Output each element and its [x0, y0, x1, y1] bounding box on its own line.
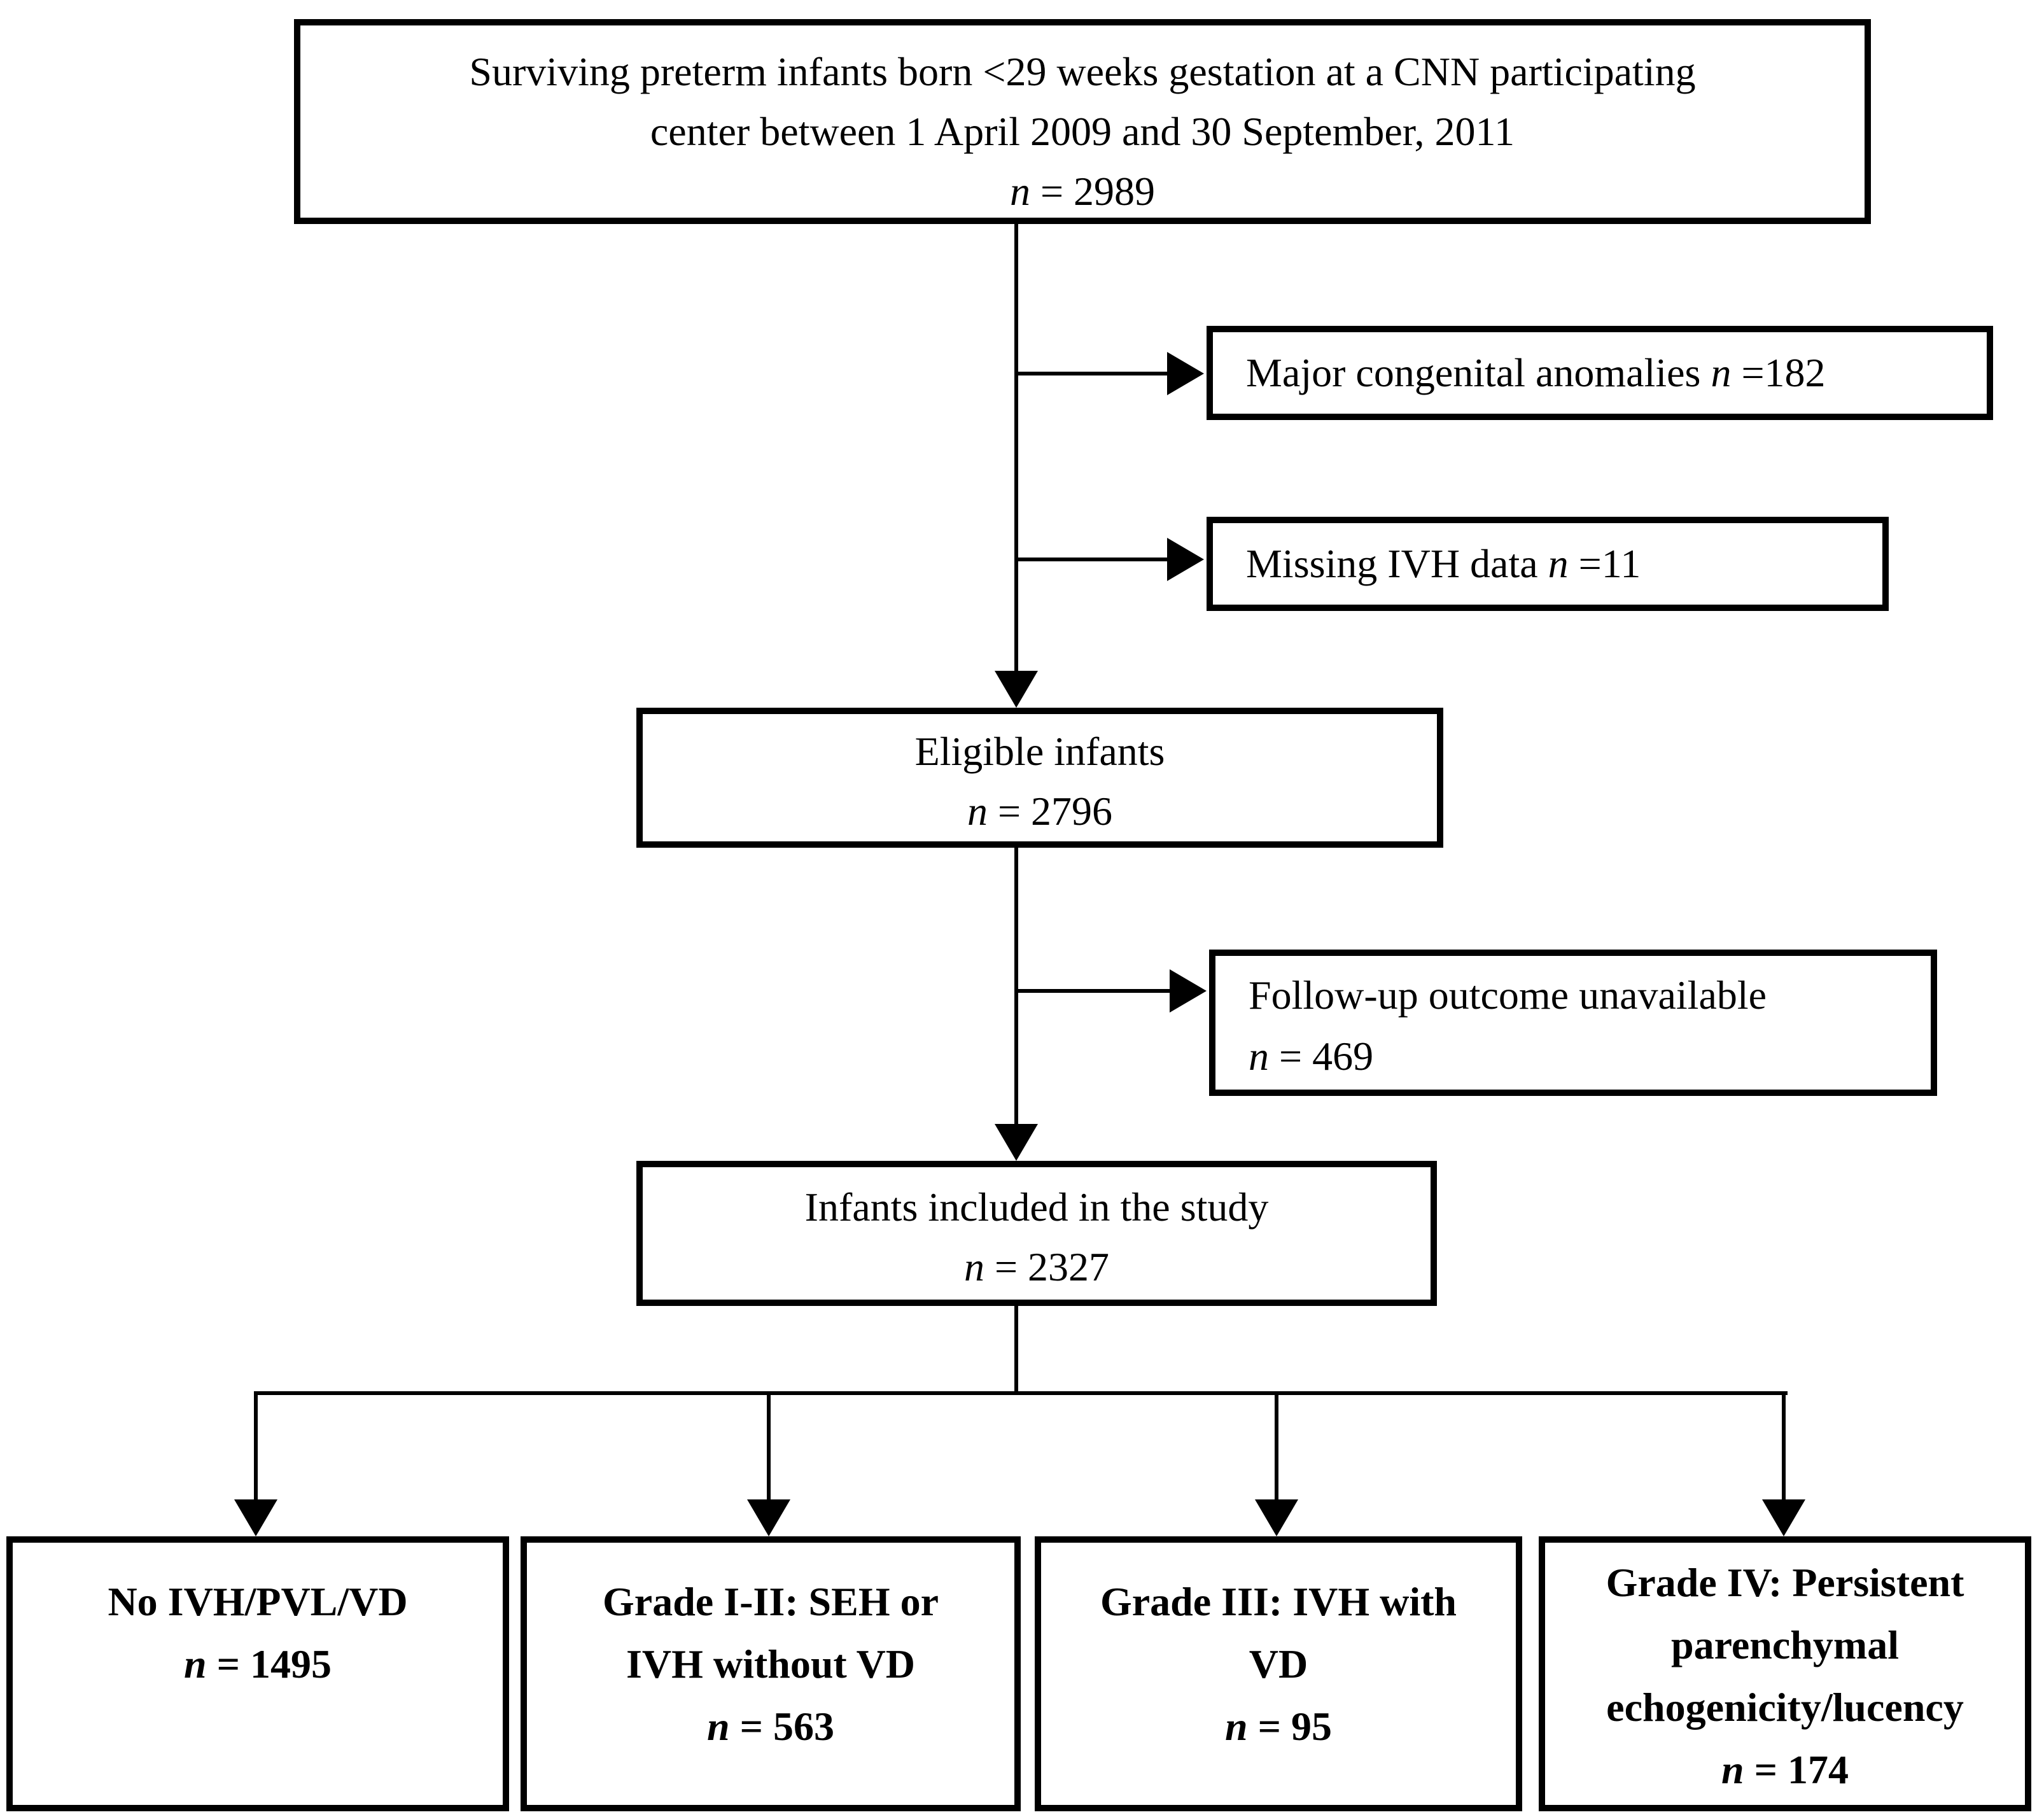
outcome3-line1: Grade III: IVH with: [1100, 1579, 1457, 1624]
n-value: = 2796: [997, 789, 1113, 834]
n-symbol: n: [706, 1704, 730, 1749]
included-n: n = 2327: [643, 1237, 1431, 1297]
eligible-infants-box: Eligible infants n = 2796: [636, 708, 1443, 848]
followup-label: Follow-up outcome unavailable: [1249, 972, 1767, 1018]
outcome4-n: n = 174: [1545, 1739, 2025, 1801]
distributor-line: [254, 1391, 1788, 1395]
n-symbol: n: [1224, 1704, 1248, 1749]
outcome-box-grade1-2: Grade I-II: SEH or IVH without VD n = 56…: [521, 1536, 1021, 1811]
eligible-label: Eligible infants: [914, 729, 1165, 774]
drop-line-outcome4: [1782, 1391, 1786, 1501]
followup-n: n = 469: [1249, 1026, 1931, 1087]
outcome4-line1: Grade IV: Persistent: [1606, 1560, 1964, 1605]
top-population-box: Surviving preterm infants born <29 weeks…: [294, 19, 1871, 224]
n-value: = 2989: [1040, 169, 1156, 214]
outcome-box-grade4: Grade IV: Persistent parenchymal echogen…: [1539, 1536, 2031, 1811]
exclusion1-label: Major congenital anomalies: [1246, 350, 1701, 395]
n-symbol: n: [963, 1244, 984, 1289]
branch-line-followup: [1016, 989, 1170, 993]
outcome1-n: n = 1495: [13, 1633, 503, 1695]
n-symbol: n: [1249, 1034, 1269, 1079]
n-value: = 2327: [994, 1244, 1110, 1289]
n-value: = 95: [1257, 1704, 1333, 1749]
down-arrowhead-outcome1: [234, 1499, 277, 1536]
exclusion-box-missing-ivh-data: Missing IVH data n =11: [1207, 517, 1889, 611]
outcome3-n: n = 95: [1041, 1695, 1516, 1758]
exclusion2-text: Missing IVH data n =11: [1246, 534, 1870, 594]
n-symbol: n: [1711, 350, 1732, 395]
branch-line-missing-ivh: [1016, 558, 1168, 561]
n-value: = 1495: [216, 1641, 332, 1687]
outcome2-line1: Grade I-II: SEH or: [603, 1579, 939, 1624]
n-value: = 563: [739, 1704, 835, 1749]
n-value: = 174: [1754, 1747, 1849, 1792]
outcome3-line2: VD: [1249, 1641, 1308, 1687]
drop-line-outcome1: [254, 1391, 258, 1501]
down-arrowhead-included: [995, 1124, 1038, 1161]
n-symbol: n: [1009, 169, 1030, 214]
top-box-line1: Surviving preterm infants born <29 weeks…: [469, 49, 1696, 94]
right-arrowhead-anomalies: [1167, 352, 1204, 395]
drop-line-outcome3: [1275, 1391, 1278, 1501]
outcome4-line3: echogenicity/lucency: [1606, 1685, 1964, 1730]
eligible-n: n = 2796: [643, 782, 1437, 841]
outcome-box-grade3: Grade III: IVH with VD n = 95: [1035, 1536, 1522, 1811]
spine-line-top: [1014, 224, 1018, 673]
down-arrowhead-eligible: [995, 671, 1038, 708]
top-box-line2: center between 1 April 2009 and 30 Septe…: [650, 109, 1515, 154]
drop-line-outcome2: [767, 1391, 771, 1501]
spine-line-bottom: [1014, 1306, 1018, 1395]
included-label: Infants included in the study: [804, 1184, 1269, 1230]
outcome2-line2: IVH without VD: [626, 1641, 915, 1687]
down-arrowhead-outcome3: [1255, 1499, 1298, 1536]
outcome2-n: n = 563: [527, 1695, 1014, 1758]
n-value: =11: [1578, 541, 1641, 586]
spine-line-middle: [1014, 848, 1018, 1126]
included-infants-box: Infants included in the study n = 2327: [636, 1161, 1437, 1306]
n-value: = 469: [1279, 1034, 1374, 1079]
down-arrowhead-outcome4: [1762, 1499, 1805, 1536]
right-arrowhead-missing-ivh: [1167, 538, 1204, 581]
right-arrowhead-followup: [1170, 969, 1207, 1013]
outcome-box-no-ivh: No IVH/PVL/VD n = 1495: [6, 1536, 509, 1811]
down-arrowhead-outcome2: [747, 1499, 790, 1536]
outcome4-line2: parenchymal: [1671, 1622, 1899, 1667]
n-symbol: n: [967, 789, 988, 834]
n-symbol: n: [1721, 1747, 1744, 1792]
exclusion-box-followup-unavailable: Follow-up outcome unavailable n = 469: [1209, 950, 1937, 1096]
n-symbol: n: [183, 1641, 207, 1687]
n-value: =182: [1741, 350, 1826, 395]
top-box-n: n = 2989: [300, 162, 1865, 221]
branch-line-anomalies: [1016, 372, 1168, 375]
n-symbol: n: [1548, 541, 1569, 586]
outcome1-line1: No IVH/PVL/VD: [108, 1579, 408, 1624]
exclusion2-label: Missing IVH data: [1246, 541, 1538, 586]
exclusion-box-major-congenital-anomalies: Major congenital anomalies n =182: [1207, 326, 1993, 420]
exclusion1-text: Major congenital anomalies n =182: [1246, 343, 1974, 403]
